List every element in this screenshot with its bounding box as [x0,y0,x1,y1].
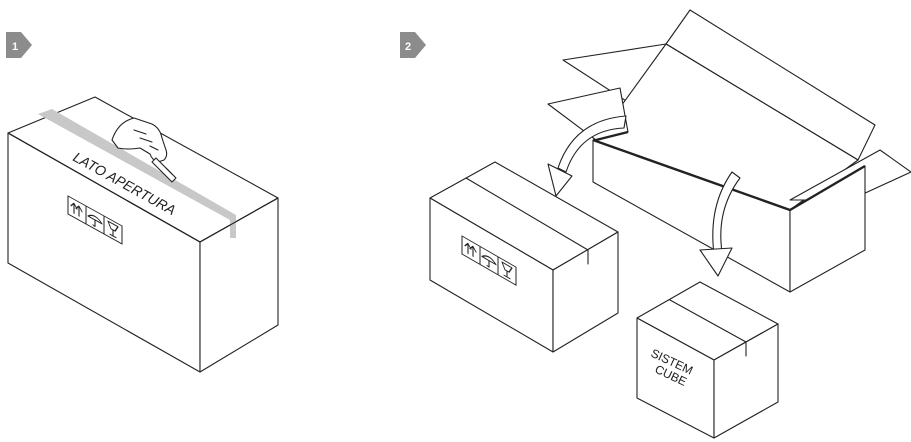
step-2-number: 2 [405,41,411,53]
step-1-number: 1 [12,41,18,53]
umbrella-icon [87,214,103,227]
sistem-cube-box: SISTEM CUBE [636,281,779,439]
arrow-to-cube [699,171,741,277]
hand-cutter-icon [111,117,177,183]
handling-symbols [67,195,123,245]
umbrella-icon [481,255,497,268]
cube-side [713,323,779,439]
glass-icon [501,261,513,280]
arrow-up-icon [70,202,83,217]
medium-box [429,161,619,353]
glass-icon [107,220,119,239]
step-1-badge: 1 [6,32,32,58]
open-outer-box [547,9,911,293]
step-2-badge: 2 [400,32,426,58]
handling-symbols-medium [461,235,517,286]
medium-box-side [552,231,619,353]
arrow-up-icon [464,242,477,257]
sealed-box: LATO APERTURA [7,96,279,373]
arrow-to-left-box [547,115,627,197]
tape-strip [38,109,236,238]
